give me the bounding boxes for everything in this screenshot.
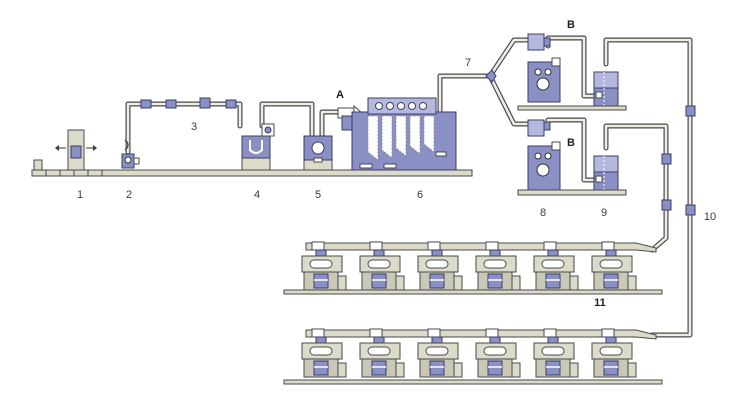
stage-5-cleaner <box>303 135 333 171</box>
label-4: 4 <box>254 189 260 201</box>
floor-marks <box>45 170 103 176</box>
lower-8-9-floor <box>517 189 627 196</box>
spinning-unit-lower-2 <box>359 328 405 378</box>
stage-4-mixer <box>241 123 275 171</box>
stage-8-carding-lower <box>527 119 561 191</box>
spinning-unit-upper-1 <box>301 241 347 291</box>
label-11: 11 <box>594 297 606 309</box>
labels: 1 2 3 4 5 6 7 8 9 10 11 A B B <box>77 19 716 309</box>
stage-8-carding-upper <box>527 33 561 103</box>
spinning-unit-upper-2 <box>359 241 405 291</box>
stage-2-feeder <box>121 139 140 169</box>
spinning-unit-upper-6 <box>591 241 637 291</box>
label-10: 10 <box>704 211 716 223</box>
label-2: 2 <box>126 189 132 201</box>
pipe-couplings <box>140 69 696 216</box>
stage-6-blending-unit <box>351 97 457 171</box>
spinning-unit-upper-4 <box>475 241 521 291</box>
spinning-unit-lower-3 <box>417 328 463 378</box>
spinning-unit-lower-5 <box>533 328 579 378</box>
spinning-unit-upper-5 <box>533 241 579 291</box>
label-1: 1 <box>77 189 83 201</box>
label-8: 8 <box>540 207 546 219</box>
spinning-unit-lower-4 <box>475 328 521 378</box>
spinning-unit-upper-3 <box>417 241 463 291</box>
stage-9-drawing-upper <box>593 71 619 107</box>
label-7: 7 <box>465 57 471 69</box>
label-5: 5 <box>315 189 321 201</box>
spinning-row-upper <box>283 241 663 295</box>
floor-line <box>31 169 473 177</box>
stage-9-drawing-lower <box>593 155 619 191</box>
spinning-unit-lower-6 <box>591 328 637 378</box>
upper-8-9-floor <box>517 105 627 111</box>
label-9: 9 <box>601 207 607 219</box>
spinning-row-lower <box>283 328 663 385</box>
pipe-network <box>125 35 693 338</box>
label-3: 3 <box>191 121 197 133</box>
label-a: A <box>336 89 344 101</box>
stage-1-bale-opener <box>33 129 97 171</box>
label-b-lower: B <box>567 137 575 149</box>
label-b-upper: B <box>567 19 575 31</box>
label-6: 6 <box>417 189 423 201</box>
spinning-unit-lower-1 <box>301 328 347 378</box>
